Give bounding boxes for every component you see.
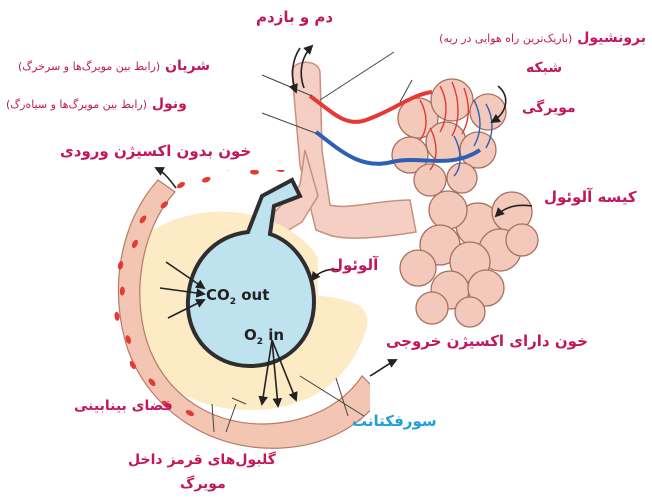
alveolus-label: آلوئول [330, 256, 378, 274]
blood-out-arrow [370, 360, 396, 376]
surfactant-label: سورفکتانت [352, 412, 437, 430]
rbc-label-2: مویرگ [180, 476, 226, 492]
vein-note: (رابط بین مویرگ‌ها و سیاه‌رگ) [6, 98, 147, 111]
o2-in-label: O2 in [244, 326, 284, 347]
bronchiole-note: (باریک‌ترین راه هوایی در ریه) [439, 32, 572, 45]
red-blood-cell [250, 169, 259, 174]
o2-in-text: in [263, 326, 284, 344]
artery-note: (رابط بین مویرگ‌ها و سرخرگ) [18, 60, 160, 73]
interstitial-label: فضای بینابینی [74, 398, 173, 414]
alveolar-sac [400, 191, 538, 327]
network-label-1: شبکه [526, 60, 562, 76]
breath-label: دم و بازدم [256, 8, 333, 26]
vein-title: ونول [152, 96, 187, 112]
deoxy-blood-label: خون بدون اکسیژن ورودی [60, 142, 251, 160]
red-blood-cell [275, 166, 285, 173]
alveolar-sac-label: کیسه آلوئول [544, 188, 637, 206]
bronchiole-label: برونشیول (باریک‌ترین راه هوایی در ریه) [439, 30, 646, 46]
red-blood-cell [201, 176, 211, 184]
co2-text: CO [206, 286, 230, 304]
vein-label: ونول (رابط بین مویرگ‌ها و سیاه‌رگ) [6, 96, 187, 112]
oxy-blood-label: خون دارای اکسیژن خروجی [386, 332, 588, 350]
co2-out-text: out [236, 286, 269, 304]
co2-out-label: CO2 out [206, 286, 269, 307]
network-label-2: مویرگی [522, 100, 576, 116]
o2-text: O [244, 326, 257, 344]
artery-title: شریان [165, 58, 210, 74]
red-blood-cell [224, 164, 234, 170]
bronchiole-title: برونشیول [577, 30, 646, 46]
artery-label: شریان (رابط بین مویرگ‌ها و سرخرگ) [18, 58, 210, 74]
rbc-label-1: گلبول‌های قرمز داخل [128, 452, 276, 468]
capillary-network [310, 79, 506, 196]
red-blood-cell [176, 181, 186, 190]
